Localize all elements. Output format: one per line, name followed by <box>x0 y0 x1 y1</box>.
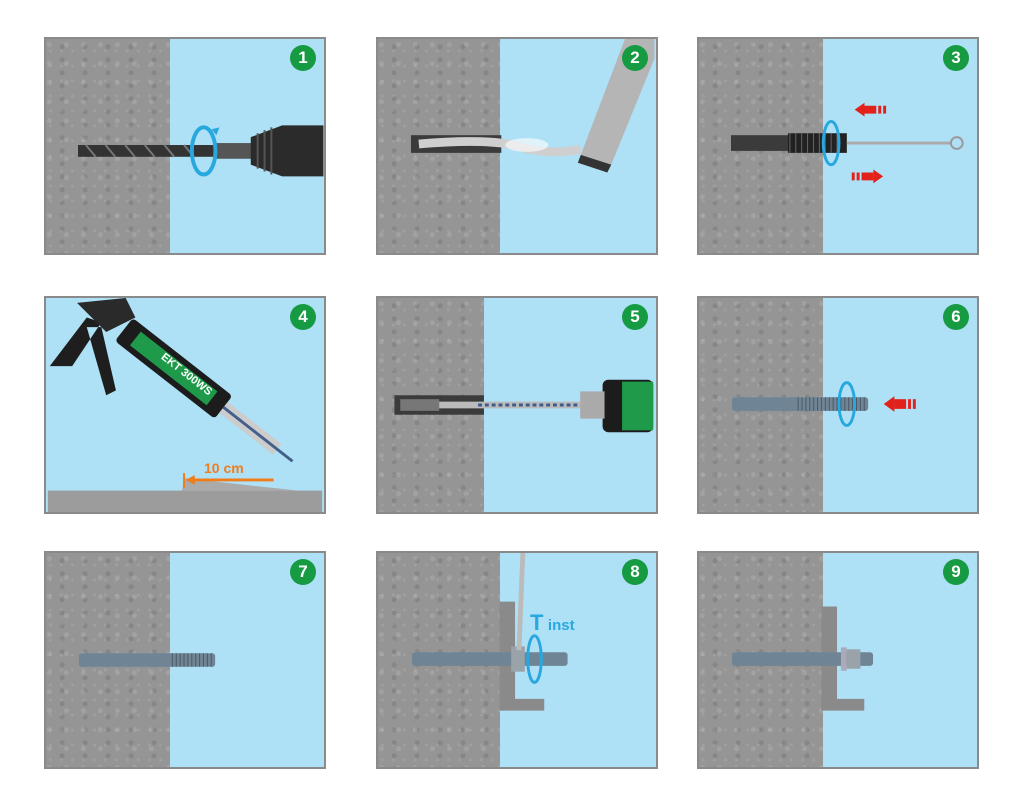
step-5-panel: 5 <box>376 296 658 514</box>
step-badge: 3 <box>943 45 969 71</box>
torque-symbol: T <box>530 610 544 635</box>
torque-subscript: inst <box>547 617 575 634</box>
step-badge: 2 <box>622 45 648 71</box>
cured-rod-illustration <box>78 653 216 667</box>
step-badge: 9 <box>943 559 969 585</box>
finished-anchor-illustration <box>731 606 874 711</box>
step-badge: 1 <box>290 45 316 71</box>
step-badge: 7 <box>290 559 316 585</box>
torque-label: T inst <box>530 610 575 636</box>
step-3-panel: 3 <box>697 37 979 255</box>
rotation-arrow-icon <box>526 634 543 684</box>
step-1-panel: 1 <box>44 37 326 255</box>
step-badge: 4 <box>290 304 316 330</box>
distance-label: 10 cm <box>204 460 244 476</box>
step-9-panel: 9 <box>697 551 979 769</box>
rod-insert-illustration <box>731 381 916 427</box>
concrete-wall <box>699 39 823 253</box>
brush-illustration <box>731 102 964 184</box>
step-badge: 8 <box>622 559 648 585</box>
rotation-arrow-icon <box>189 125 218 177</box>
blow-out-illustration <box>410 39 655 173</box>
arrow-right-icon <box>851 169 884 184</box>
cartridge-gun-illustration <box>47 298 323 512</box>
arrow-left-icon <box>854 102 887 117</box>
drill-illustration <box>78 125 324 177</box>
arrow-left-icon <box>883 396 916 412</box>
step-badge: 6 <box>943 304 969 330</box>
rotation-arrow-icon <box>837 381 856 427</box>
rotation-arrow-icon <box>821 119 841 167</box>
step-7-panel: 7 <box>44 551 326 769</box>
step-4-panel: EKT 300WS 10 cm 4 <box>44 296 326 514</box>
step-6-panel: 6 <box>697 296 979 514</box>
injection-illustration <box>394 379 654 433</box>
torque-illustration <box>411 553 568 711</box>
step-2-panel: 2 <box>376 37 658 255</box>
step-8-panel: T inst 8 <box>376 551 658 769</box>
step-badge: 5 <box>622 304 648 330</box>
